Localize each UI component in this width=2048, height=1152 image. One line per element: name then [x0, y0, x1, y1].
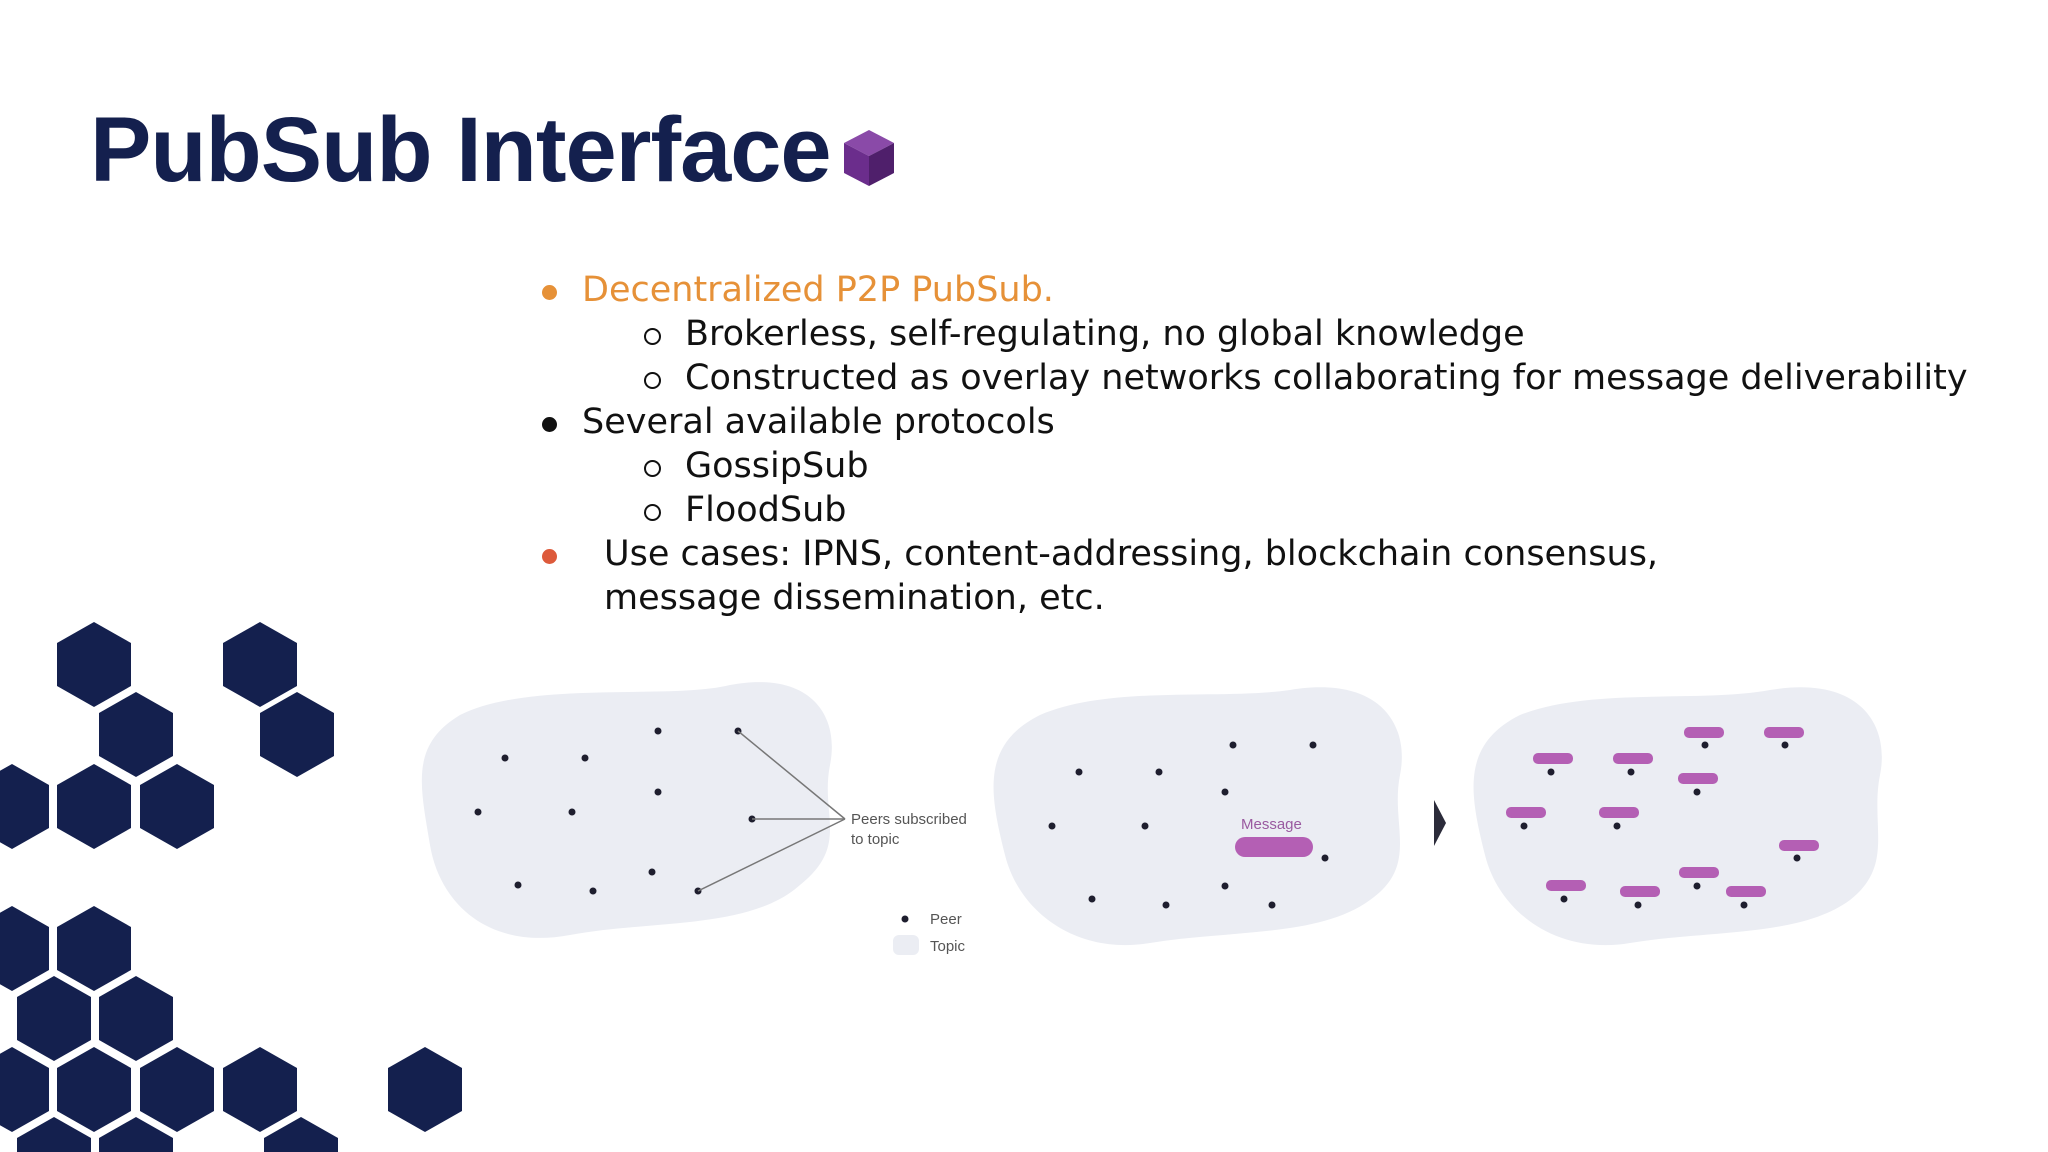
message-pill: [1235, 837, 1313, 857]
bullet-protocols: Several available protocols: [540, 400, 2000, 444]
sub-bullet: Constructed as overlay networks collabor…: [540, 356, 2000, 400]
legend-topic-label: Topic: [930, 938, 966, 955]
peers-group: [474, 727, 756, 895]
bullet-decentralized: Decentralized P2P PubSub.: [540, 268, 2000, 312]
slide-title: PubSub Interface: [90, 99, 832, 201]
legend-topic-swatch: [893, 935, 919, 955]
sub-bullet-text: GossipSub: [685, 446, 869, 486]
sub-bullet-ring: [644, 372, 661, 389]
sub-bullet-ring: [644, 460, 661, 477]
sub-bullet: Brokerless, self-regulating, no global k…: [540, 312, 2000, 356]
sub-bullet-text: Constructed as overlay networks collabor…: [685, 358, 1968, 398]
bullet-use-cases: Use cases: IPNS, content-addressing, blo…: [540, 532, 1804, 620]
peers-group: [1048, 741, 1329, 909]
topic-blob: [421, 682, 832, 938]
topic-blob: [993, 687, 1402, 946]
sub-bullet: FloodSub: [540, 488, 2000, 532]
bullet-dot: [542, 549, 557, 564]
sub-bullet-text: Brokerless, self-regulating, no global k…: [685, 314, 1525, 354]
bullet-list: Decentralized P2P PubSub. Brokerless, se…: [540, 268, 2000, 620]
bullet-text: Several available protocols: [582, 402, 1055, 442]
sub-bullet: GossipSub: [540, 444, 2000, 488]
sub-bullet-ring: [644, 328, 661, 345]
purple-cube-icon: [844, 130, 894, 186]
pubsub-diagram: Peers subscribed to topic Peer Topic Mes…: [421, 682, 1882, 955]
bullet-text: Use cases: IPNS, content-addressing, blo…: [604, 534, 1659, 618]
annotation-label: to topic: [851, 831, 900, 848]
legend-peer-dot: [901, 915, 909, 923]
annotation-label: Peers subscribed: [851, 811, 967, 828]
bullet-text: Decentralized P2P PubSub.: [582, 270, 1054, 310]
message-pills: [1506, 727, 1819, 897]
right-arrow-icon: [1434, 800, 1446, 846]
sub-bullet-text: FloodSub: [685, 490, 847, 530]
bullet-dot: [542, 285, 557, 300]
annotation-lines: [697, 730, 846, 892]
message-label: Message: [1241, 816, 1302, 833]
peers-group: [1520, 741, 1801, 909]
bullet-dot: [542, 417, 557, 432]
legend-peer-label: Peer: [930, 911, 962, 928]
hexagon-decoration: [0, 622, 462, 1152]
sub-bullet-ring: [644, 504, 661, 521]
